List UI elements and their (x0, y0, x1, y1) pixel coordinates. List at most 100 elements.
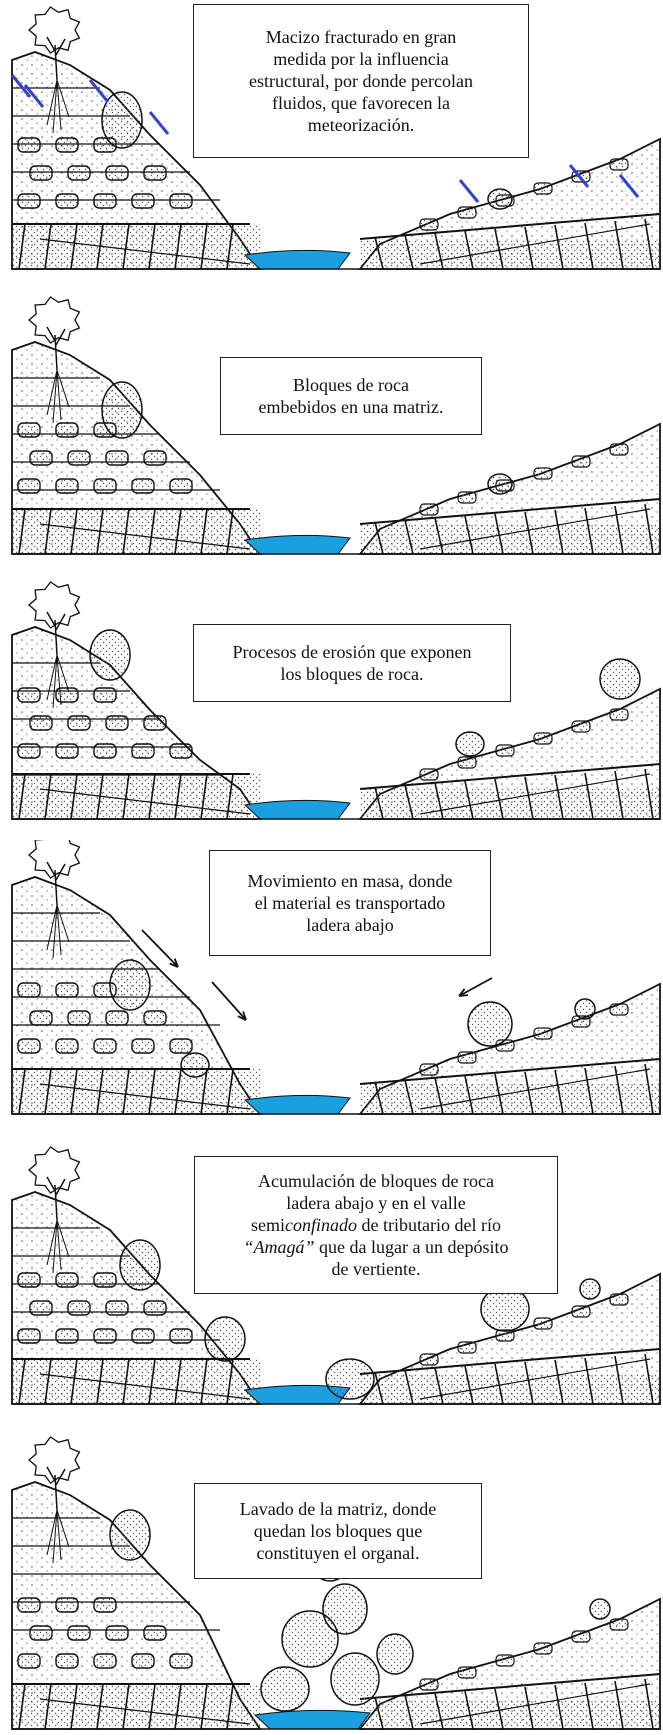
fracture-line (584, 772, 594, 820)
rock-block (419, 1678, 439, 1691)
fracture-line (524, 1361, 534, 1405)
rock-block (29, 1010, 53, 1026)
bedrock-right (360, 524, 660, 554)
fracture-line (374, 1371, 384, 1405)
rock-block (93, 1653, 117, 1669)
fracture-line (524, 226, 534, 270)
rock-block (67, 165, 91, 181)
fracture-line (464, 230, 474, 270)
caption-fragment: de tributario del río (357, 1215, 501, 1235)
rock-block (169, 1038, 193, 1054)
fracture-line (614, 1680, 624, 1730)
panel-2-embedded-blocks: Bloques de roca embebidos en una matriz. (0, 290, 663, 560)
fracture-line (614, 770, 624, 820)
fracture-line (524, 511, 534, 555)
rock-block (169, 1328, 193, 1344)
fluid-arrow-icon (10, 74, 32, 98)
rock-block (67, 1300, 91, 1316)
caption-line: medida por la influencia (273, 49, 449, 69)
rock-block (105, 1300, 129, 1316)
rock-block (131, 1653, 155, 1669)
fracture-line (374, 236, 384, 270)
rock-block (143, 1300, 167, 1316)
bedrock-contact (359, 763, 661, 790)
bedrock-contact (359, 1058, 661, 1085)
fracture-line (39, 238, 251, 265)
fracture-line (614, 220, 624, 270)
fracture-line (44, 508, 52, 555)
fracture-line (174, 508, 182, 555)
panel-3-caption: Procesos de erosión que exponen los bloq… (193, 624, 511, 702)
river (243, 534, 351, 555)
fracture-line (644, 1678, 654, 1730)
boulder (89, 629, 131, 681)
fracture-line (44, 773, 52, 820)
fracture-line (524, 1071, 534, 1115)
fracture-line (464, 1690, 474, 1730)
fracture-line (39, 788, 251, 815)
boulder (376, 1633, 414, 1675)
rock-block (131, 478, 155, 494)
fracture-line (434, 1692, 444, 1730)
rock-block (105, 715, 129, 731)
fracture-line (174, 1683, 182, 1730)
bedrock-contact (359, 1673, 661, 1700)
panel-4-diagram (11, 840, 661, 1115)
rock-block (169, 743, 193, 759)
fluid-arrow-icon (23, 84, 45, 108)
caption-line: “Amagá” que da lugar a un depósito (205, 1236, 547, 1258)
rock-block (419, 768, 439, 781)
caption-line: de vertiente. (331, 1259, 421, 1279)
fracture-line (122, 223, 130, 270)
fracture-line (464, 1365, 474, 1405)
caption-fragment-italic: “Amagá” (243, 1237, 315, 1257)
fracture-line (419, 223, 651, 265)
boulder (101, 91, 143, 149)
fracture-line (644, 768, 654, 820)
fracture-line (44, 1358, 52, 1405)
fracture-line (554, 1684, 564, 1730)
caption-fragment-italic: confinado (285, 1215, 358, 1235)
fracture-line (404, 1369, 414, 1405)
panel-4-caption: Movimiento en masa, donde el material es… (209, 850, 491, 956)
boulder (281, 1610, 339, 1668)
bedrock-left (12, 1069, 262, 1114)
fracture-line (200, 1683, 208, 1730)
bedrock-right (360, 239, 660, 269)
fracture-line (148, 1683, 156, 1730)
panel-1-caption: Macizo fracturado en gran medida por la … (193, 4, 529, 158)
fracture-line (200, 1358, 208, 1405)
fluid-arrow-icon (88, 79, 110, 103)
fracture-line (494, 1363, 504, 1405)
rock-block (609, 443, 629, 456)
rock-block (55, 1272, 79, 1288)
rock-block (457, 1666, 477, 1679)
fracture-line (174, 773, 182, 820)
fracture-line (584, 1357, 594, 1405)
fracture-line (18, 773, 26, 820)
bedrock-left (12, 224, 262, 269)
movement-arrow-icon (141, 929, 179, 968)
caption-line: ladera abajo (306, 915, 394, 935)
fracture-line (39, 1698, 251, 1725)
fracture-line (70, 773, 78, 820)
rock-block (29, 165, 53, 181)
river (243, 249, 351, 270)
fracture-line (584, 1682, 594, 1730)
fracture-line (44, 223, 52, 270)
rock-block (143, 1625, 167, 1641)
rock-block (17, 743, 41, 759)
caption-line: embebidos en una matriz. (258, 397, 444, 417)
fracture-line (70, 1683, 78, 1730)
rock-block (55, 422, 79, 438)
rock-block (105, 450, 129, 466)
rock-block (55, 1328, 79, 1344)
rock-block (131, 1328, 155, 1344)
rock-block (55, 743, 79, 759)
rock-block (533, 1317, 553, 1330)
rock-block (457, 1341, 477, 1354)
fracture-line (419, 1683, 651, 1725)
fracture-line (434, 232, 444, 270)
boulder (455, 731, 485, 757)
panel-3-diagram (11, 581, 661, 820)
